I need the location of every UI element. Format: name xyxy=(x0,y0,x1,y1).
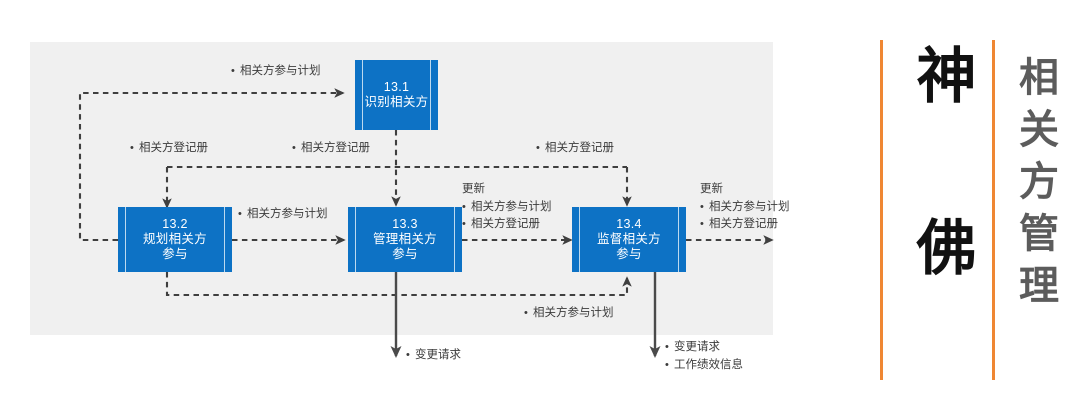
accent-rule-left xyxy=(880,40,883,380)
bullet-icon xyxy=(238,207,247,222)
bullet-icon xyxy=(700,217,709,232)
label-register-right: 相关方登记册 xyxy=(536,141,614,156)
process-box-13-3-name-line1: 管理相关方 xyxy=(372,231,437,246)
process-box-13-2-name-line2: 参与 xyxy=(162,247,188,262)
process-box-13-3[interactable]: 13.3 管理相关方 参与 xyxy=(348,207,462,272)
label-register-left: 相关方登记册 xyxy=(130,141,208,156)
label-update-right-item-1: 相关方参与计划 xyxy=(700,200,790,215)
label-update-mid-title: 更新 xyxy=(462,183,485,195)
bullet-icon xyxy=(292,141,301,156)
title-vertical-grey: 相关方管理 xyxy=(1012,56,1058,316)
accent-rule-right xyxy=(992,40,995,380)
bullet-icon xyxy=(665,358,674,373)
label-work-performance: 工作绩效信息 xyxy=(665,358,743,373)
label-update-right-title: 更新 xyxy=(700,183,723,195)
label-top-plan: 相关方参与计划 xyxy=(231,64,321,79)
bullet-icon xyxy=(462,217,471,232)
process-box-13-3-name-line2: 参与 xyxy=(392,247,418,262)
bullet-icon xyxy=(700,200,709,215)
process-box-13-4[interactable]: 13.4 监督相关方 参与 xyxy=(572,207,686,272)
label-plan-132-133: 相关方参与计划 xyxy=(238,207,328,222)
label-update-mid-item-1: 相关方参与计划 xyxy=(462,200,552,215)
title-block: 神佛 相关方管理 xyxy=(868,40,1068,388)
process-box-13-2-name-line1: 规划相关方 xyxy=(142,231,207,246)
process-box-13-4-name-line1: 监督相关方 xyxy=(596,231,661,246)
process-box-13-1[interactable]: 13.1 识别相关方 xyxy=(355,60,438,130)
label-update-mid-item-2: 相关方登记册 xyxy=(462,217,540,232)
process-box-13-3-number: 13.3 xyxy=(392,216,418,231)
process-box-13-4-name-line2: 参与 xyxy=(616,247,642,262)
process-box-13-2-number: 13.2 xyxy=(162,216,188,231)
process-box-13-2[interactable]: 13.2 规划相关方 参与 xyxy=(118,207,232,272)
bullet-icon xyxy=(536,141,545,156)
bullet-icon xyxy=(524,306,533,321)
process-box-13-1-number: 13.1 xyxy=(383,79,410,94)
process-box-13-1-name: 识别相关方 xyxy=(364,95,429,109)
label-change-request-mid: 变更请求 xyxy=(406,348,461,363)
process-box-13-4-number: 13.4 xyxy=(616,216,642,231)
bullet-icon xyxy=(406,348,415,363)
title-vertical-black: 神佛 xyxy=(906,44,976,388)
label-register-mid: 相关方登记册 xyxy=(292,141,370,156)
label-plan-feedback: 相关方参与计划 xyxy=(524,306,614,321)
bullet-icon xyxy=(665,340,674,355)
label-update-right-item-2: 相关方登记册 xyxy=(700,217,778,232)
bullet-icon xyxy=(462,200,471,215)
bullet-icon xyxy=(231,64,240,79)
bullet-icon xyxy=(130,141,139,156)
wire-131-return xyxy=(78,88,345,242)
label-change-request-right: 变更请求 xyxy=(665,340,720,355)
